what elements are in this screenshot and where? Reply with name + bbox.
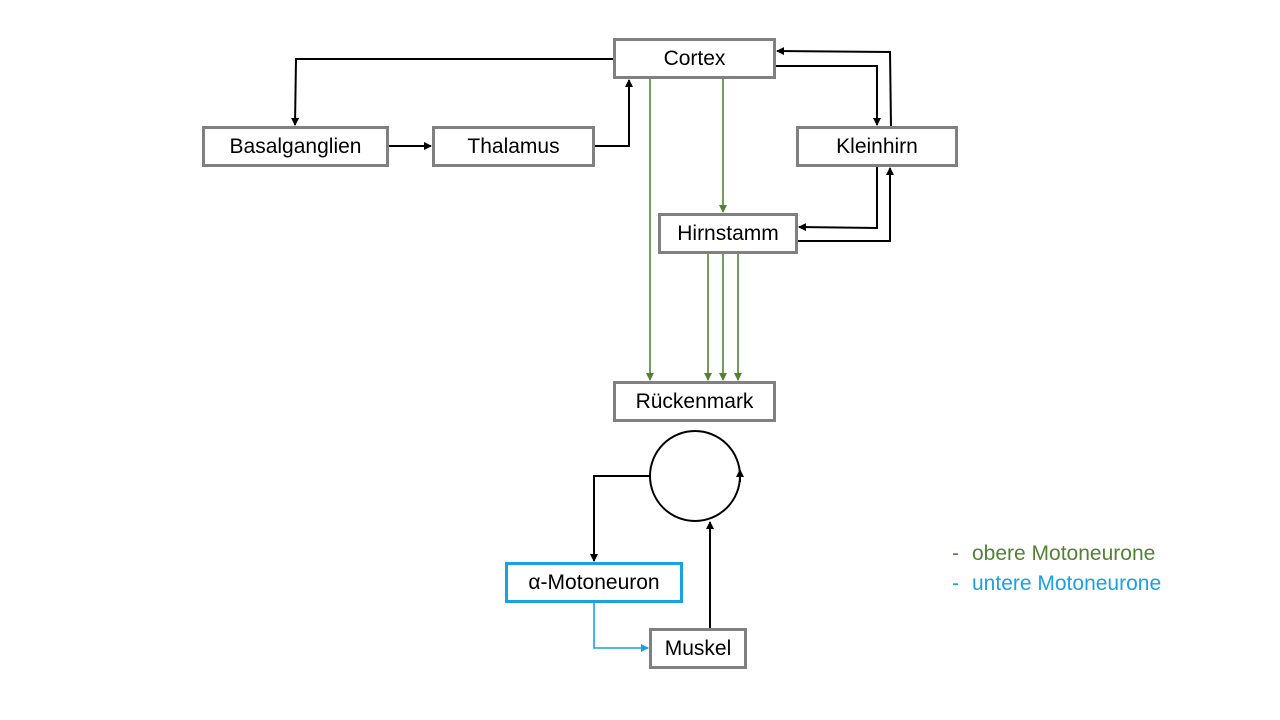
- node-label: Hirnstamm: [677, 221, 779, 245]
- node-alpha-motoneuron: α-Motoneuron: [505, 562, 683, 603]
- node-label: Basalganglien: [229, 134, 362, 158]
- node-cortex: Cortex: [613, 38, 776, 79]
- node-basalganglien: Basalganglien: [202, 126, 389, 167]
- spinal-reflex-loop: [649, 430, 741, 522]
- node-rueckenmark: Rückenmark: [613, 381, 776, 422]
- arrow-kleinhirn-to-hirnstamm: [798, 167, 878, 232]
- node-label: Cortex: [663, 46, 726, 70]
- node-hirnstamm: Hirnstamm: [658, 213, 798, 254]
- node-muskel: Muskel: [649, 628, 747, 669]
- arrow-kleinhirn-to-cortex: [776, 47, 892, 127]
- node-kleinhirn: Kleinhirn: [796, 126, 958, 167]
- arrow-hirnstamm-to-kleinhirn: [798, 167, 894, 242]
- legend-item-upper-motoneurons: -obere Motoneurone: [952, 542, 1155, 566]
- legend-label-lower: untere Motoneurone: [972, 572, 1162, 595]
- arrow-cortex-to-kleinhirn: [776, 65, 881, 126]
- arrow-loop-to-alpha-motoneuron: [590, 475, 650, 562]
- legend-dash: -: [952, 572, 959, 595]
- node-thalamus: Thalamus: [432, 126, 595, 167]
- node-label: α-Motoneuron: [528, 570, 660, 594]
- node-label: Muskel: [664, 636, 732, 660]
- legend-dash: -: [952, 542, 959, 565]
- blue-arrow-alpha-motoneuron-to-muskel: [593, 603, 649, 652]
- legend-item-lower-motoneurons: -untere Motoneurone: [952, 572, 1161, 596]
- arrow-cortex-to-basalganglien: [291, 58, 613, 126]
- arrow-thalamus-to-cortex: [595, 79, 633, 147]
- node-label: Rückenmark: [635, 389, 754, 413]
- legend-label-upper: obere Motoneurone: [972, 542, 1156, 565]
- node-label: Thalamus: [467, 134, 560, 158]
- node-label: Kleinhirn: [836, 134, 918, 158]
